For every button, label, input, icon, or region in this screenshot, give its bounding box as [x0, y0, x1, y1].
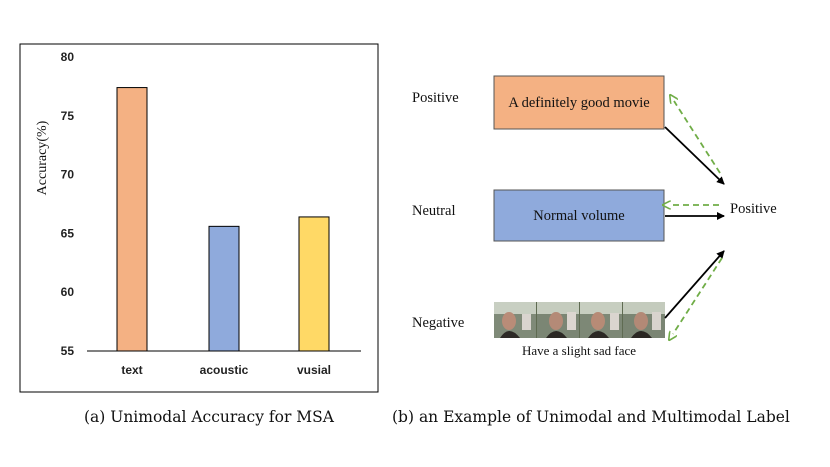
y-tick-labels: 55 60 65 70 75 80	[61, 50, 75, 358]
y-tick-label: 75	[61, 109, 75, 123]
solid-arrow-visual-to-result	[664, 250, 725, 319]
y-tick-label: 80	[61, 50, 75, 64]
caption-b: (b) an Example of Unimodal and Multimoda…	[392, 408, 790, 426]
video-frame	[537, 302, 579, 338]
x-tick-label-vusial: vusial	[297, 363, 331, 377]
video-frame	[623, 302, 665, 338]
video-frames-caption: Have a slight sad face	[522, 343, 636, 358]
sentiment-label-neutral: Neutral	[412, 203, 455, 219]
x-tick-labels: text acoustic vusial	[121, 363, 331, 377]
bar-acoustic	[208, 225, 240, 352]
chart-frame	[19, 43, 379, 393]
sentiment-label-positive: Positive	[412, 90, 459, 106]
multimodal-result-label: Positive	[730, 201, 777, 217]
caption-a: (a) Unimodal Accuracy for MSA	[84, 408, 334, 426]
solid-arrow-text-to-result	[664, 126, 725, 185]
acoustic-modality-box-label: Normal volume	[533, 208, 624, 224]
dashed-arrow-result-to-visual	[673, 257, 723, 334]
y-tick-label: 70	[61, 168, 75, 182]
label-diagram: Positive Neutral Negative A definitely g…	[412, 75, 777, 358]
dashed-arrow-result-to-text	[674, 101, 721, 174]
accuracy-bar-chart: Accuracy(%) 55 60 65 70 75 80 text acoustic vus…	[19, 43, 379, 393]
text-modality-box-label: A definitely good movie	[508, 95, 649, 111]
video-frame	[580, 302, 622, 338]
x-tick-label-acoustic: acoustic	[200, 363, 249, 377]
bar-text	[116, 87, 148, 352]
bars	[116, 87, 330, 352]
text-modality-box	[493, 75, 665, 130]
x-tick-label-text: text	[121, 363, 142, 377]
video-frame	[494, 302, 536, 338]
y-tick-label: 60	[61, 285, 75, 299]
acoustic-modality-box	[493, 189, 665, 242]
sentiment-label-negative: Negative	[412, 315, 464, 331]
bar-vusial	[298, 216, 330, 352]
y-tick-label: 55	[61, 344, 75, 358]
video-frames-image	[494, 302, 665, 338]
y-axis-label: Accuracy(%)	[35, 120, 50, 195]
y-tick-label: 65	[61, 226, 75, 240]
